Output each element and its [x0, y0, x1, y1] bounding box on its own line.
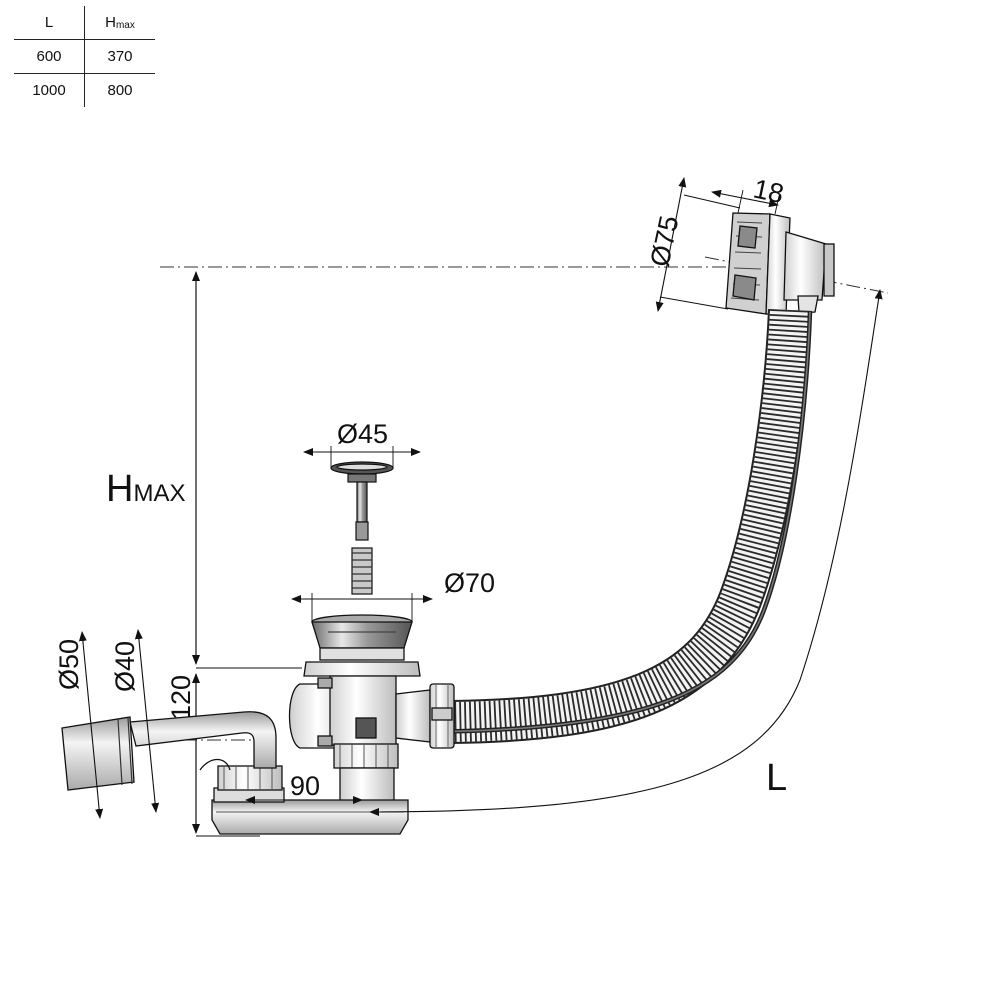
cell-h: 800 [84, 73, 155, 107]
overflow-head [725, 212, 835, 315]
corrugated-hose [371, 309, 813, 744]
header-l: L [14, 6, 85, 40]
dim-d70: Ø70 [444, 568, 495, 598]
hmax-label: HMAX [106, 468, 185, 510]
table-row: 1000 800 [14, 73, 155, 107]
dim-d40: Ø40 [110, 641, 140, 692]
header-h: H [105, 14, 116, 31]
cell-h: 370 [84, 39, 155, 74]
dim-d75: Ø75 [645, 213, 685, 269]
height-120-dimension [192, 673, 260, 837]
outlet-dimensions [78, 629, 160, 819]
dim-120: 120 [166, 675, 196, 720]
hmax-sub: MAX [133, 480, 185, 507]
dim-90: 90 [290, 771, 320, 801]
pop-up-plug [330, 461, 394, 595]
dim-l: L [766, 757, 787, 799]
header-h-sub: max [115, 20, 135, 31]
spec-table-header-row: L Hmax [14, 6, 155, 40]
cell-l: 1000 [14, 73, 85, 107]
hmax-main: H [106, 468, 133, 510]
trap-base [211, 765, 409, 835]
hmax-dimension [192, 271, 302, 669]
header-hmax: Hmax [85, 6, 156, 40]
length-l-dimension [369, 289, 883, 816]
dim-d45: Ø45 [337, 419, 388, 449]
dim-d50: Ø50 [54, 639, 84, 690]
dim-18: 18 [751, 174, 787, 210]
cell-l: 600 [14, 39, 85, 74]
table-row: 600 370 [14, 39, 155, 74]
spec-table: L Hmax 600 370 1000 800 [14, 6, 155, 107]
